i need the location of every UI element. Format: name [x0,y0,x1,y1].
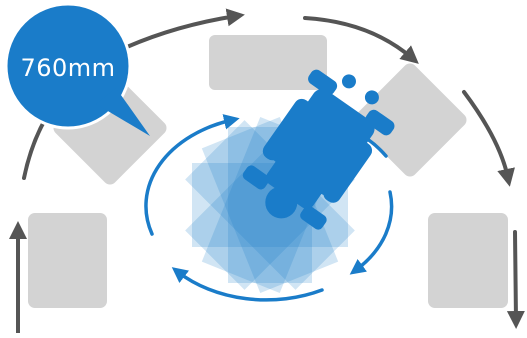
position-panel [209,35,327,90]
measurement-bubble [4,2,150,136]
wheelchair-user-icon [242,69,395,230]
outer-path-arrows [9,8,525,335]
position-panel [428,213,508,308]
position-panel [353,63,467,177]
measurement-label: 760mm [20,54,116,82]
path-arrow-icon [462,90,515,187]
path-arrow-icon [506,230,525,329]
position-panel [28,213,107,308]
path-arrow-icon [303,16,419,64]
position-panels [28,35,508,308]
